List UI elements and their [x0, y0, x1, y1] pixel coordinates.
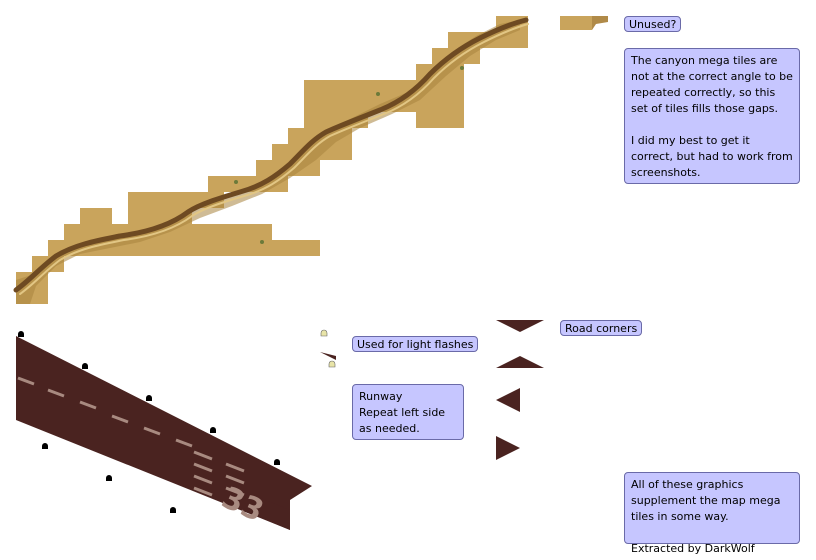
light-flash-bulb: [328, 360, 336, 368]
edge-light: [42, 443, 48, 449]
canyon-shrub: [376, 92, 380, 96]
edge-light: [146, 395, 152, 401]
note-unused: Unused?: [624, 16, 682, 32]
edge-light: [274, 459, 280, 465]
edge-light: [210, 427, 216, 433]
canyon-groove: [13, 17, 529, 293]
runway-threshold-stripes: [193, 450, 245, 497]
edge-light: [106, 475, 112, 481]
road-corner-left: [496, 388, 520, 412]
road-corner-up: [496, 356, 544, 368]
runway-center-dashes: [17, 376, 193, 448]
road-corner-right: [496, 436, 520, 460]
note-light-flashes: Used for light flashes: [352, 336, 479, 352]
canyon-shrub: [260, 240, 264, 244]
unused-tile: [560, 16, 592, 30]
note-credits: All of these graphics supplement the map…: [624, 472, 800, 555]
canyon-tiles: [13, 16, 608, 304]
unused-tile-edge: [592, 16, 608, 30]
edge-light: [170, 507, 176, 513]
canyon-shrub: [460, 66, 464, 70]
road-corner-down: [496, 320, 544, 332]
edge-light: [18, 331, 24, 337]
canyon-groove-highlight: [19, 23, 529, 295]
note-canyon: The canyon mega tiles are not at the cor…: [624, 48, 800, 184]
canyon-shrub: [234, 180, 238, 184]
note-road-corners: Road corners: [560, 320, 643, 336]
light-flash-sliver: [320, 352, 336, 360]
note-runway: Runway Repeat left side as needed.: [352, 384, 464, 440]
light-flash-sprites: [320, 329, 336, 368]
edge-light: [82, 363, 88, 369]
runway-edge-lights: [18, 331, 280, 513]
light-flash-bulb: [320, 329, 328, 337]
road-corner-sprites: [496, 320, 544, 460]
runway-end-strip: [256, 496, 290, 530]
runway: 33: [16, 331, 312, 530]
